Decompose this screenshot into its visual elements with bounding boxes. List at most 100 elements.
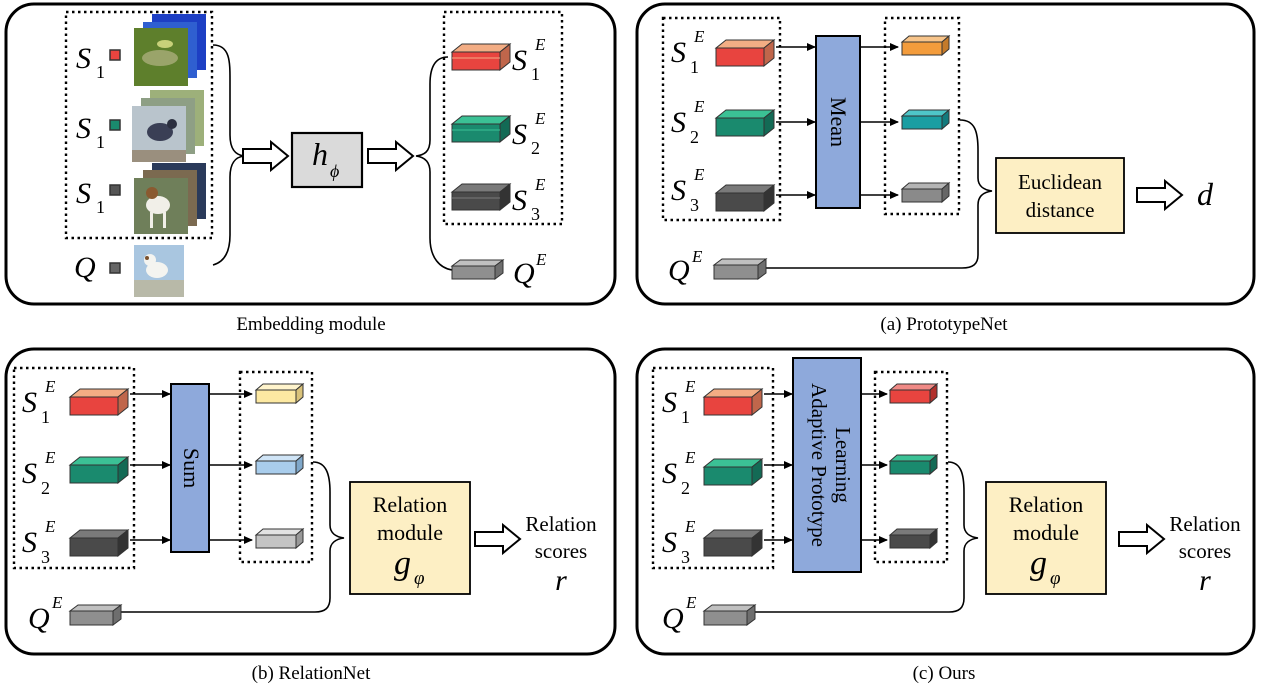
prototype-vector-3 <box>900 181 951 204</box>
query-label: Q <box>74 251 96 284</box>
svg-text:S: S <box>76 177 91 210</box>
relation-panel: S 1 E S 2 E S 3 E <box>4 347 617 656</box>
relation-output-arrow <box>474 522 522 556</box>
svg-text:E: E <box>51 593 63 612</box>
svg-text:3: 3 <box>41 547 50 567</box>
embedding-arrow-in <box>242 139 290 173</box>
relation-vector-2 <box>254 453 305 476</box>
query-dog-image <box>134 245 184 297</box>
ours-output-r: r <box>1199 564 1211 597</box>
prototype-input-label-1: S 1 E <box>671 27 705 77</box>
svg-text:S: S <box>512 44 527 77</box>
ours-input-cube-1 <box>702 387 764 417</box>
prototype-vector-1 <box>900 34 951 57</box>
svg-text:E: E <box>693 27 705 46</box>
euclidean-label-line1: Euclidean <box>1018 170 1102 194</box>
embedding-function-label: h ϕ <box>312 136 339 181</box>
support-set-box <box>64 10 214 240</box>
ours-input-box <box>651 366 775 570</box>
prototype-input-label-3: S 3 E <box>671 165 705 215</box>
svg-text:S: S <box>512 184 527 217</box>
svg-text:E: E <box>684 517 696 536</box>
ours-input-cube-2 <box>702 457 764 487</box>
prototype-combine-brace <box>766 119 993 269</box>
relation-combine-brace <box>121 461 345 613</box>
svg-text:S: S <box>512 118 527 151</box>
ours-vector-3 <box>888 527 939 550</box>
svg-text:h: h <box>312 136 328 172</box>
ours-input-label-3: S 3 E <box>662 517 696 567</box>
relation-module-symbol: φ g φ <box>394 545 425 589</box>
svg-text:E: E <box>534 35 546 54</box>
svg-text:Q: Q <box>668 254 690 287</box>
prototype-query-vector <box>712 258 768 280</box>
svg-text:S: S <box>662 526 677 559</box>
prototype-input-cube-2 <box>714 108 776 138</box>
svg-text:E: E <box>534 109 546 128</box>
svg-text:S: S <box>22 386 37 419</box>
relation-input-cube-2 <box>68 455 130 485</box>
embedded-query-label: Q E <box>513 250 547 290</box>
caption-ours: (c) Ours <box>913 663 976 684</box>
support-label-1: S 1 <box>76 42 105 82</box>
prototype-output-arrow <box>1136 178 1184 212</box>
svg-text:ϕ: ϕ <box>330 161 339 181</box>
prototype-input-cube-3 <box>714 183 776 213</box>
svg-text:φ: φ <box>414 568 425 589</box>
embedded-query-cube <box>450 259 505 280</box>
svg-text:1: 1 <box>96 132 105 152</box>
svg-text:1: 1 <box>96 197 105 217</box>
embedded-label-2: S 2 E <box>512 109 546 158</box>
ours-adaptive-module <box>792 357 862 573</box>
ours-output-box <box>873 370 949 564</box>
caption-embedding: Embedding module <box>236 314 385 335</box>
svg-text:E: E <box>685 593 697 612</box>
relation-input-label-1: S 1 E <box>22 377 56 427</box>
svg-text:S: S <box>662 386 677 419</box>
ours-relation-line2: module <box>1013 520 1079 545</box>
embedded-label-1: S 1 E <box>512 35 546 84</box>
svg-text:S: S <box>662 457 677 490</box>
prototype-output-d: d <box>1197 176 1214 212</box>
embedded-cube-2 <box>450 114 512 144</box>
ours-relation-line1: Relation <box>1009 492 1084 517</box>
relation-input-box <box>12 366 136 570</box>
prototype-input-label-2: S 2 E <box>671 97 705 147</box>
prototype-vector-2 <box>900 108 951 131</box>
embedded-support-box <box>442 10 564 226</box>
ours-output-arrow <box>1118 522 1166 556</box>
relation-sum-module <box>170 383 210 553</box>
embedding-panel: S 1 S 1 S 1 Q <box>4 2 617 306</box>
relation-module-line2: module <box>377 520 443 545</box>
svg-text:φ: φ <box>1050 568 1061 589</box>
prototype-input-box <box>661 16 782 222</box>
svg-text:E: E <box>693 165 705 184</box>
svg-text:E: E <box>684 448 696 467</box>
svg-text:1: 1 <box>690 57 699 77</box>
embedded-cube-1 <box>450 42 512 72</box>
svg-text:S: S <box>671 106 686 139</box>
relation-input-cube-1 <box>68 387 130 417</box>
relation-vector-1 <box>254 382 305 405</box>
ours-output-line1: Relation <box>1169 512 1241 536</box>
svg-text:2: 2 <box>690 127 699 147</box>
query-class-marker <box>109 262 121 274</box>
svg-text:1: 1 <box>41 407 50 427</box>
prototype-mean-module <box>815 35 861 209</box>
caption-relation: (b) RelationNet <box>252 663 371 684</box>
ours-module-line1: Adaptive Prototype <box>807 383 831 547</box>
svg-text:Q: Q <box>28 602 50 635</box>
svg-text:2: 2 <box>531 138 540 158</box>
relation-vector-3 <box>254 527 305 550</box>
embedded-label-3: S 3 E <box>512 175 546 224</box>
svg-text:E: E <box>44 377 56 396</box>
ours-vector-2 <box>888 453 939 476</box>
relation-module-line1: Relation <box>373 492 448 517</box>
ours-input-cube-3 <box>702 528 764 558</box>
svg-text:1: 1 <box>531 64 540 84</box>
relation-module-box <box>349 481 471 595</box>
svg-text:E: E <box>535 250 547 269</box>
svg-text:3: 3 <box>531 204 540 224</box>
svg-text:S: S <box>671 174 686 207</box>
prototype-output-box <box>883 16 961 216</box>
